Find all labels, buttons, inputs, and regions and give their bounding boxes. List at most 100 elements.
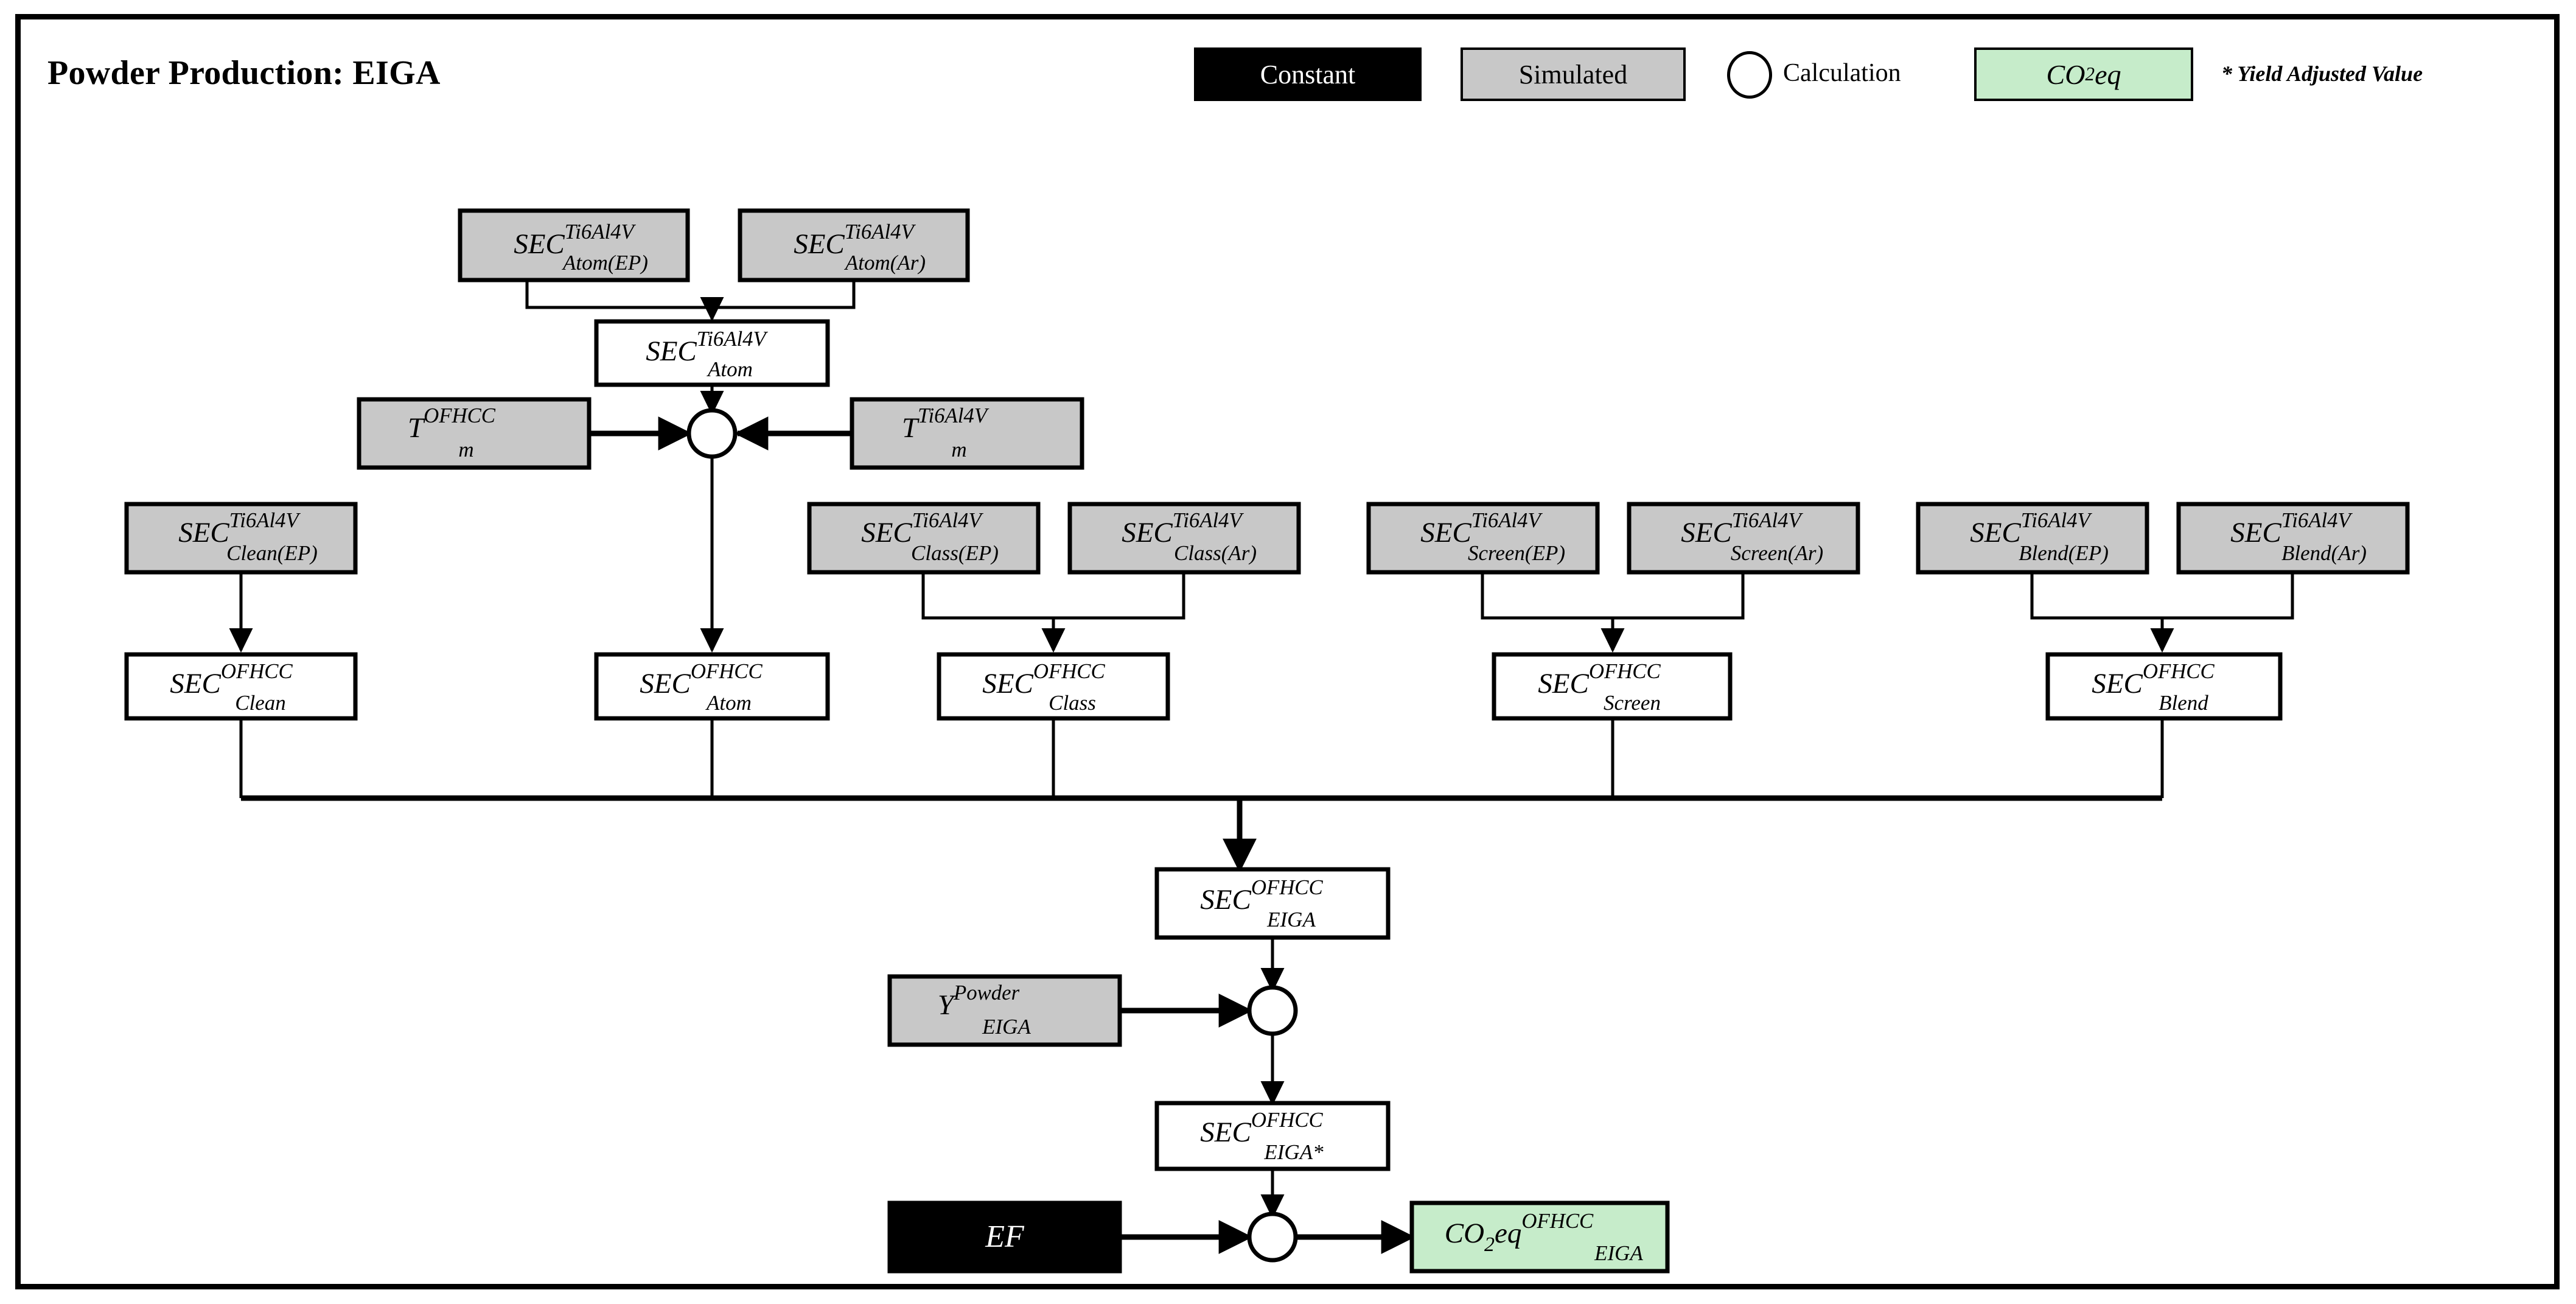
- node-clean-ep-sub: Clean(EP): [226, 541, 318, 565]
- node-yield-eiga[interactable]: YPowder EIGA: [887, 974, 1122, 1047]
- node-atom-ar[interactable]: SECTi6Al4V Atom(Ar): [738, 208, 970, 282]
- svg-text:SECOFHCC: SECOFHCC: [982, 659, 1105, 699]
- circle-icon: [1727, 51, 1772, 99]
- svg-text:TTi6Al4V: TTi6Al4V: [902, 404, 990, 444]
- svg-text:SECOFHCC: SECOFHCC: [640, 659, 763, 699]
- node-screen-ofhcc[interactable]: SECOFHCC Screen: [1492, 652, 1733, 721]
- diagram-frame: [15, 14, 2560, 1289]
- node-clean-o-base: SEC: [170, 668, 221, 699]
- svg-text:CO2eqOFHCC: CO2eqOFHCC: [1445, 1209, 1594, 1256]
- node-atom-ar-sup: Ti6Al4V: [845, 220, 916, 244]
- node-tm-ofhcc[interactable]: TOFHCC m: [357, 397, 592, 470]
- node-eiga-star-base: SEC: [1200, 1116, 1251, 1148]
- svg-text:SECTi6Al4V: SECTi6Al4V: [1420, 508, 1543, 549]
- node-class-ep[interactable]: SECTi6Al4V Class(EP): [807, 502, 1041, 575]
- svg-text:SECOFHCC: SECOFHCC: [170, 659, 293, 699]
- svg-text:SECTi6Al4V: SECTi6Al4V: [178, 508, 301, 549]
- node-tm-ofhcc-sub: m: [458, 438, 473, 461]
- node-co2eq-eiga[interactable]: CO2eqOFHCC EIGA: [1409, 1201, 1670, 1274]
- node-screen-ar[interactable]: SECTi6Al4V Screen(Ar): [1627, 502, 1860, 575]
- node-eiga-sub: EIGA: [1266, 908, 1316, 931]
- node-class-ar-sup: Ti6Al4V: [1173, 508, 1244, 532]
- node-blend-ep[interactable]: SECTi6Al4V Blend(EP): [1916, 502, 2149, 575]
- node-tm-ofhcc-base: T: [408, 412, 425, 444]
- svg-text:SECTi6Al4V: SECTi6Al4V: [646, 327, 768, 367]
- node-co2-sub: EIGA: [1594, 1241, 1643, 1265]
- node-blend-ar-sub: Blend(Ar): [2281, 541, 2367, 565]
- node-screen-ep-sup: Ti6Al4V: [1471, 508, 1543, 532]
- calc-node-tm[interactable]: [686, 408, 738, 459]
- node-screen-o-base: SEC: [1538, 668, 1589, 699]
- svg-text:SECTi6Al4V: SECTi6Al4V: [514, 220, 636, 260]
- node-clean-ofhcc[interactable]: SECOFHCC Clean: [124, 652, 358, 721]
- node-clean-ep-sup: Ti6Al4V: [229, 508, 301, 532]
- node-atom-ep-base: SEC: [514, 228, 565, 260]
- node-atom-ep[interactable]: SECTi6Al4V Atom(EP): [458, 208, 690, 282]
- node-class-ofhcc[interactable]: SECOFHCC Class: [937, 652, 1170, 721]
- node-eiga-sup: OFHCC: [1251, 875, 1324, 899]
- node-clean-ep-base: SEC: [178, 517, 229, 549]
- node-blend-ar[interactable]: SECTi6Al4V Blend(Ar): [2176, 502, 2410, 575]
- page-title: Powder Production: EIGA: [47, 54, 441, 92]
- node-screen-ep-base: SEC: [1420, 517, 1471, 549]
- node-screen-ar-sup: Ti6Al4V: [1732, 508, 1804, 532]
- node-blend-ofhcc[interactable]: SECOFHCC Blend: [2045, 652, 2283, 721]
- node-clean-o-sup: OFHCC: [221, 659, 293, 683]
- legend-yield-note: * Yield Adjusted Value: [2221, 61, 2423, 86]
- node-atom-ep-sub: Atom(EP): [562, 251, 648, 275]
- node-class-o-sup: OFHCC: [1033, 659, 1106, 683]
- node-atom-o-sup: OFHCC: [691, 659, 763, 683]
- node-class-ep-sub: Class(EP): [911, 541, 999, 565]
- node-blend-ep-base: SEC: [1970, 517, 2021, 549]
- node-class-ep-base: SEC: [861, 517, 912, 549]
- node-yield-sub: EIGA: [982, 1015, 1031, 1039]
- node-eiga-star[interactable]: SECOFHCC EIGA*: [1154, 1101, 1391, 1171]
- svg-text:SECTi6Al4V: SECTi6Al4V: [861, 508, 983, 549]
- svg-text:SECTi6Al4V: SECTi6Al4V: [2230, 508, 2353, 549]
- node-blend-ep-sup: Ti6Al4V: [2021, 508, 2093, 532]
- svg-text:TOFHCC: TOFHCC: [408, 404, 496, 444]
- svg-text:SECOFHCC: SECOFHCC: [1538, 659, 1661, 699]
- node-tm-ti6al4v[interactable]: TTi6Al4V m: [850, 397, 1084, 470]
- svg-text:SECOFHCC: SECOFHCC: [1200, 875, 1323, 916]
- svg-text:YPowder: YPowder: [938, 981, 1020, 1021]
- node-atom-ep-sup: Ti6Al4V: [565, 220, 637, 244]
- node-atom-ti-sub: Atom: [707, 357, 753, 381]
- node-atom-ti-base: SEC: [646, 335, 697, 367]
- node-blend-o-base: SEC: [2092, 668, 2143, 699]
- node-class-ar-base: SEC: [1122, 517, 1173, 549]
- node-screen-ep[interactable]: SECTi6Al4V Screen(EP): [1366, 502, 1600, 575]
- node-screen-ar-base: SEC: [1681, 517, 1732, 549]
- node-ef[interactable]: EF: [887, 1201, 1122, 1274]
- node-class-ar-sub: Class(Ar): [1174, 541, 1257, 565]
- node-blend-ar-sup: Ti6Al4V: [2281, 508, 2353, 532]
- node-atom-o-sub: Atom: [705, 691, 752, 715]
- node-screen-o-sup: OFHCC: [1589, 659, 1661, 683]
- node-screen-ep-sub: Screen(EP): [1468, 541, 1565, 565]
- node-class-o-sub: Class: [1049, 691, 1096, 715]
- legend-simulated-swatch: Simulated: [1461, 47, 1686, 101]
- node-class-o-base: SEC: [982, 668, 1033, 699]
- node-class-ep-sup: Ti6Al4V: [912, 508, 984, 532]
- svg-text:SECTi6Al4V: SECTi6Al4V: [1970, 508, 2092, 549]
- node-blend-o-sup: OFHCC: [2143, 659, 2215, 683]
- svg-text:SECTi6Al4V: SECTi6Al4V: [794, 220, 916, 260]
- node-tm-ti-sub: m: [951, 438, 966, 461]
- node-atom-o-base: SEC: [640, 668, 691, 699]
- svg-text:SECOFHCC: SECOFHCC: [2092, 659, 2215, 699]
- node-clean-ep[interactable]: SECTi6Al4V Clean(EP): [124, 502, 358, 575]
- node-screen-o-sub: Screen: [1604, 691, 1661, 715]
- node-class-ar[interactable]: SECTi6Al4V Class(Ar): [1067, 502, 1301, 575]
- node-yield-base: Y: [938, 989, 957, 1021]
- node-clean-o-sub: Clean: [235, 691, 286, 715]
- node-tm-ti-base: T: [902, 412, 920, 444]
- calc-node-ef[interactable]: [1247, 1211, 1298, 1263]
- node-atom-ofhcc[interactable]: SECOFHCC Atom: [594, 652, 830, 721]
- node-eiga[interactable]: SECOFHCC EIGA: [1154, 867, 1391, 940]
- node-tm-ofhcc-sup: OFHCC: [424, 404, 496, 427]
- calc-node-yield[interactable]: [1247, 985, 1298, 1036]
- node-yield-sup: Powder: [953, 981, 1020, 1004]
- node-atom-ti[interactable]: SECTi6Al4V Atom: [594, 319, 830, 387]
